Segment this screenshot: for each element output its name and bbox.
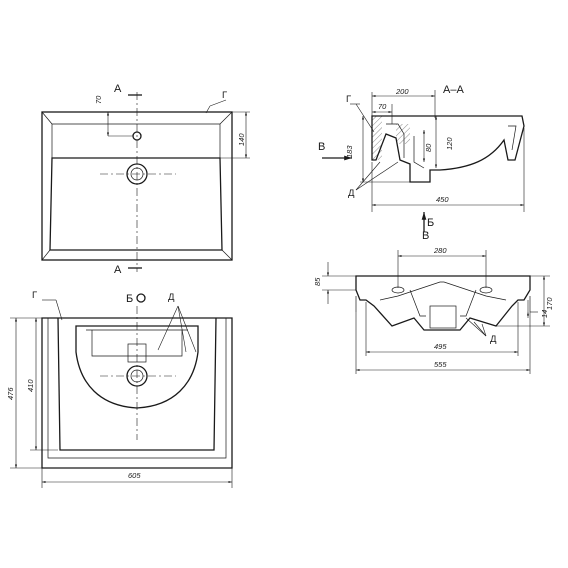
view-b-arrow-label: Б (427, 217, 434, 229)
top-view-deck (51, 123, 221, 159)
dim-280: 280 (433, 246, 447, 255)
section-a-a: А–А 200 70 183 80 120 450 В (318, 84, 525, 232)
section-a-bottom-label: А (114, 264, 122, 276)
dim-70-top: 70 (94, 95, 103, 104)
dim-120: 120 (445, 137, 454, 150)
view-b-marker-label: Б (126, 293, 133, 305)
dim-70-section: 70 (378, 102, 387, 111)
view-v: В 280 85 170 14 495 (313, 230, 554, 374)
top-view: А А 70 140 Г (41, 83, 250, 276)
view-v-side-label: В (318, 141, 325, 153)
section-title: А–А (443, 84, 464, 96)
front-view: Б Г Д 476 410 605 (6, 290, 233, 488)
note-d-front: Д (168, 292, 175, 303)
note-d-section: Д (348, 188, 355, 199)
dim-450: 450 (436, 195, 449, 204)
dim-140: 140 (237, 133, 246, 146)
top-view-bowl (49, 157, 223, 251)
note-g-top: Г (222, 90, 227, 101)
dim-85: 85 (313, 277, 322, 286)
dim-410: 410 (26, 379, 35, 392)
view-b-circle (136, 293, 146, 303)
dim-80: 80 (424, 143, 433, 152)
rear-outline (355, 275, 531, 331)
dim-605: 605 (128, 471, 141, 480)
dim-183: 183 (345, 145, 354, 158)
dim-200: 200 (395, 87, 409, 96)
dim-14: 14 (540, 310, 549, 318)
note-g-section: Г (346, 94, 351, 105)
note-g-front: Г (32, 290, 37, 301)
dim-476: 476 (6, 387, 15, 400)
section-body (371, 115, 525, 183)
dim-495: 495 (434, 342, 447, 351)
dim-555: 555 (434, 360, 447, 369)
front-inner (57, 317, 217, 451)
note-d-rear: Д (490, 334, 497, 345)
dim-170: 170 (545, 297, 554, 310)
section-a-top-label: А (114, 83, 122, 95)
view-v-bottom-label: В (422, 230, 429, 242)
